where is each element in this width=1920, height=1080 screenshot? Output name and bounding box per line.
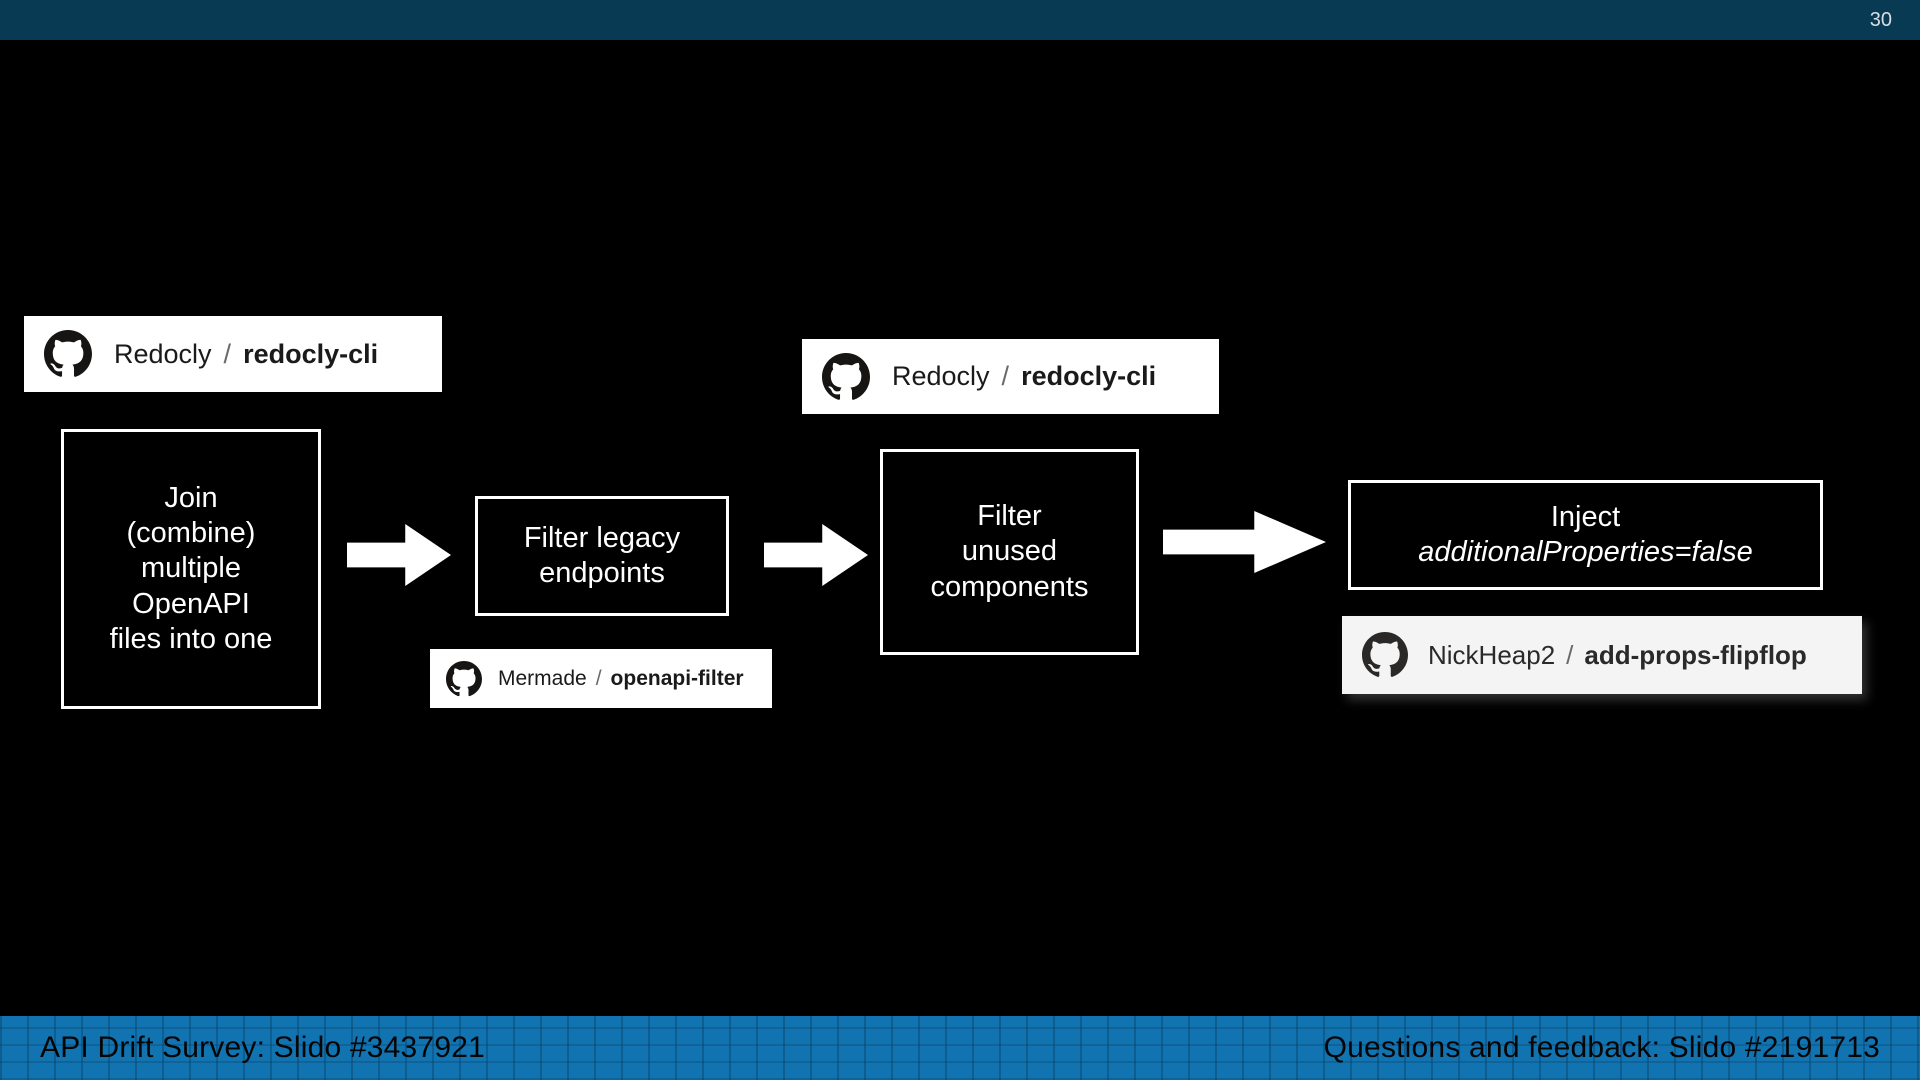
repo-owner: Redocly	[114, 338, 212, 369]
flow-arrow-unused-to-inject	[1163, 511, 1326, 573]
footer-bar: API Drift Survey: Slido #3437921 Questio…	[0, 1016, 1920, 1080]
repo-owner: NickHeap2	[1428, 639, 1556, 670]
repo-separator: /	[223, 338, 232, 369]
repo-name: redocly-cli	[243, 338, 379, 369]
repo-owner: Redocly	[892, 361, 990, 391]
github-icon	[1362, 632, 1408, 678]
flow-arrow-join-to-legacy	[347, 524, 451, 586]
repo-separator: /	[1566, 639, 1574, 670]
footer-right-text: Questions and feedback: Slido #2191713	[1323, 1031, 1880, 1064]
repo-name: openapi-filter	[610, 666, 744, 690]
github-icon	[44, 330, 92, 378]
step-label: Join (combine) multiple OpenAPI files in…	[109, 481, 273, 656]
repo-name: add-props-flipflop	[1584, 639, 1807, 670]
github-repo-badge-openapi-filter: Mermade / openapi-filter	[430, 649, 772, 708]
step-label: Filter legacy endpoints	[523, 521, 681, 589]
step-filter-unused-box: Filter unused components	[880, 449, 1139, 655]
step-join-box: Join (combine) multiple OpenAPI files in…	[61, 429, 321, 709]
step-filter-legacy-box: Filter legacy endpoints	[475, 496, 729, 616]
step-label: Filter unused components	[930, 499, 1089, 603]
github-icon	[446, 661, 482, 697]
github-repo-badge-redocly-cli-2: Redocly / redocly-cli	[802, 339, 1219, 414]
repo-owner: Mermade	[498, 666, 587, 690]
repo-name: redocly-cli	[1021, 361, 1157, 391]
step-inject-box: Inject additionalProperties=false	[1348, 480, 1823, 590]
slide-number: 30	[1869, 8, 1892, 31]
top-bar: 30	[0, 0, 1920, 40]
step-label-code: additionalProperties=false	[1418, 536, 1753, 568]
flow-arrow-legacy-to-unused	[764, 524, 868, 586]
github-icon	[822, 353, 870, 401]
repo-separator: /	[1001, 361, 1010, 391]
step-label: Inject	[1550, 500, 1621, 533]
github-repo-badge-redocly-cli-1: Redocly / redocly-cli	[24, 316, 442, 392]
github-repo-badge-add-props-flipflop: NickHeap2 / add-props-flipflop	[1342, 616, 1862, 694]
repo-separator: /	[595, 666, 602, 690]
footer-left-text: API Drift Survey: Slido #3437921	[40, 1031, 485, 1064]
